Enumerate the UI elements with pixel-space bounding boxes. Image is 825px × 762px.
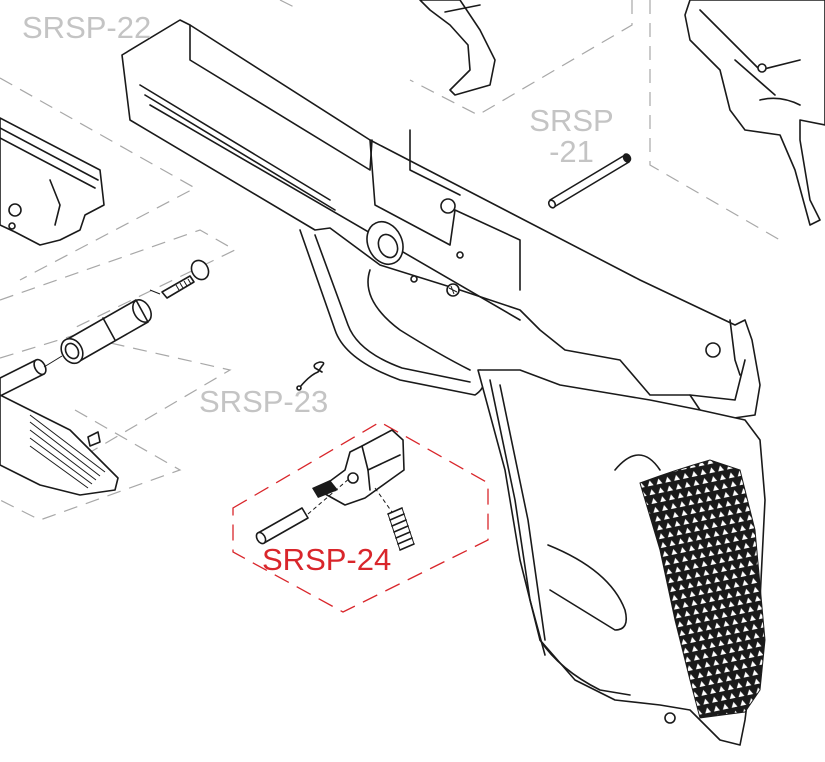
srsp21-pin — [547, 153, 632, 209]
pistol-frame — [121, 19, 766, 746]
screw-part — [161, 259, 210, 299]
srsp24-highlight-box — [232, 421, 489, 613]
srsp23-wire-clip — [296, 361, 325, 391]
label-srsp22: SRSP-22 — [22, 10, 152, 45]
label-srsp21: SRSP -21 — [524, 105, 619, 167]
coil-spring — [387, 507, 415, 551]
sleeve-part — [60, 299, 152, 365]
group-box-srsp22-lever — [0, 77, 237, 521]
group-box-top-right-assembly — [649, 0, 781, 241]
grip-texture — [639, 459, 766, 719]
trigger-part — [419, 0, 496, 96]
label-srsp24: SRSP-24 — [262, 542, 392, 577]
slide-stop-lever-part — [0, 394, 119, 496]
label-srsp23: SRSP-23 — [199, 384, 329, 419]
srsp24-parts — [255, 429, 415, 551]
trigger-housing-assembly — [684, 0, 825, 226]
label-srsp21-line2: -21 — [549, 134, 594, 169]
label-srsp21-line1: SRSP — [529, 103, 614, 138]
short-pin-part — [0, 358, 47, 397]
group-box-top-trigger — [279, 0, 633, 116]
slide-rail-part — [0, 117, 105, 246]
